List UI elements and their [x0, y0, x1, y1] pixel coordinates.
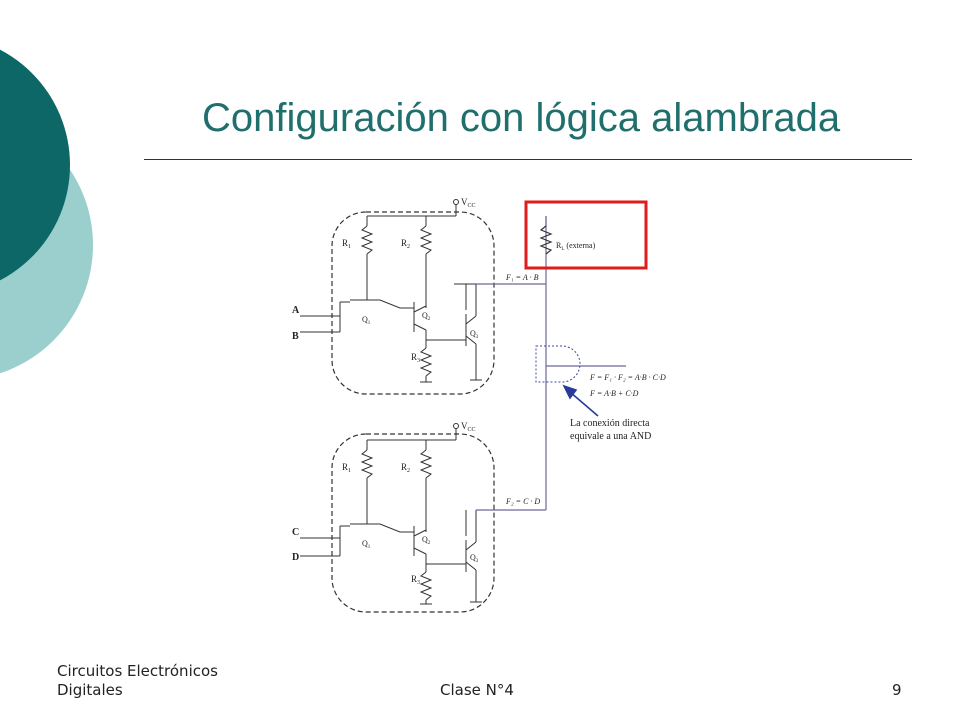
wired-and-connection	[476, 216, 626, 511]
footer-course-line-1: Circuitos Electrónicos	[57, 662, 218, 680]
dark-teal-circle	[0, 49, 70, 281]
vcc-label-top: VCC	[461, 197, 476, 209]
and-gate-dotted	[535, 345, 581, 383]
input-b-label: B	[292, 331, 299, 342]
top-gate-enclosure	[331, 211, 495, 395]
note-line-2: equivale a una AND	[570, 431, 651, 442]
f2-label: F₂ = C · D	[505, 497, 540, 506]
title-divider	[144, 159, 912, 160]
output-equation-2: F = A·B + C·D	[589, 389, 639, 398]
footer-class-label: Clase N°4	[440, 681, 514, 699]
transistor-label-q3-bottom: Q3	[470, 553, 479, 564]
background-decoration	[0, 49, 93, 374]
vcc-label-bottom: VCC	[461, 421, 476, 433]
resistor-label-r2-bottom: R2	[401, 462, 410, 474]
resistor-label-r3-bottom: R3	[411, 574, 420, 586]
bottom-gate-enclosure	[331, 433, 495, 613]
input-d-label: D	[292, 552, 299, 563]
circuit-diagram: VCC VCC R1 R2 R3 R1 R2 R3 Q1 Q2 Q3 Q1 Q2…	[292, 197, 666, 613]
footer-course-name: Circuitos Electrónicos Digitales	[57, 662, 218, 700]
page-number: 9	[892, 681, 902, 699]
vcc-terminal-bottom	[453, 423, 459, 429]
input-c-label: C	[292, 527, 299, 538]
transistor-label-q1-top: Q1	[362, 315, 371, 326]
transistor-label-q1-bottom: Q1	[362, 539, 371, 550]
bottom-gate-wiring	[300, 428, 482, 605]
external-resistor-label: RL(externa)	[556, 241, 596, 252]
resistor-label-r1-top: R1	[342, 238, 351, 250]
f1-label: F₁ = A · B	[505, 273, 539, 282]
note-arrow	[562, 384, 599, 417]
transistor-label-q2-top: Q2	[422, 311, 431, 322]
transistor-label-q2-bottom: Q2	[422, 535, 431, 546]
top-gate-wiring	[300, 204, 484, 383]
output-equation-1: F = F₁ · F₂ = A·B · C·D	[589, 373, 666, 382]
resistor-label-r2-top: R2	[401, 238, 410, 250]
resistor-label-r1-bottom: R1	[342, 462, 351, 474]
transistor-label-q3-top: Q3	[470, 329, 479, 340]
external-resistor-highlight	[524, 200, 648, 270]
footer-course-line-2: Digitales	[57, 681, 123, 699]
input-a-label: A	[292, 305, 300, 316]
resistor-label-r3-top: R3	[411, 352, 420, 364]
slide-title: Configuración con lógica alambrada	[202, 96, 841, 140]
note-line-1: La conexión directa	[570, 418, 650, 429]
vcc-terminal-top	[453, 199, 459, 205]
